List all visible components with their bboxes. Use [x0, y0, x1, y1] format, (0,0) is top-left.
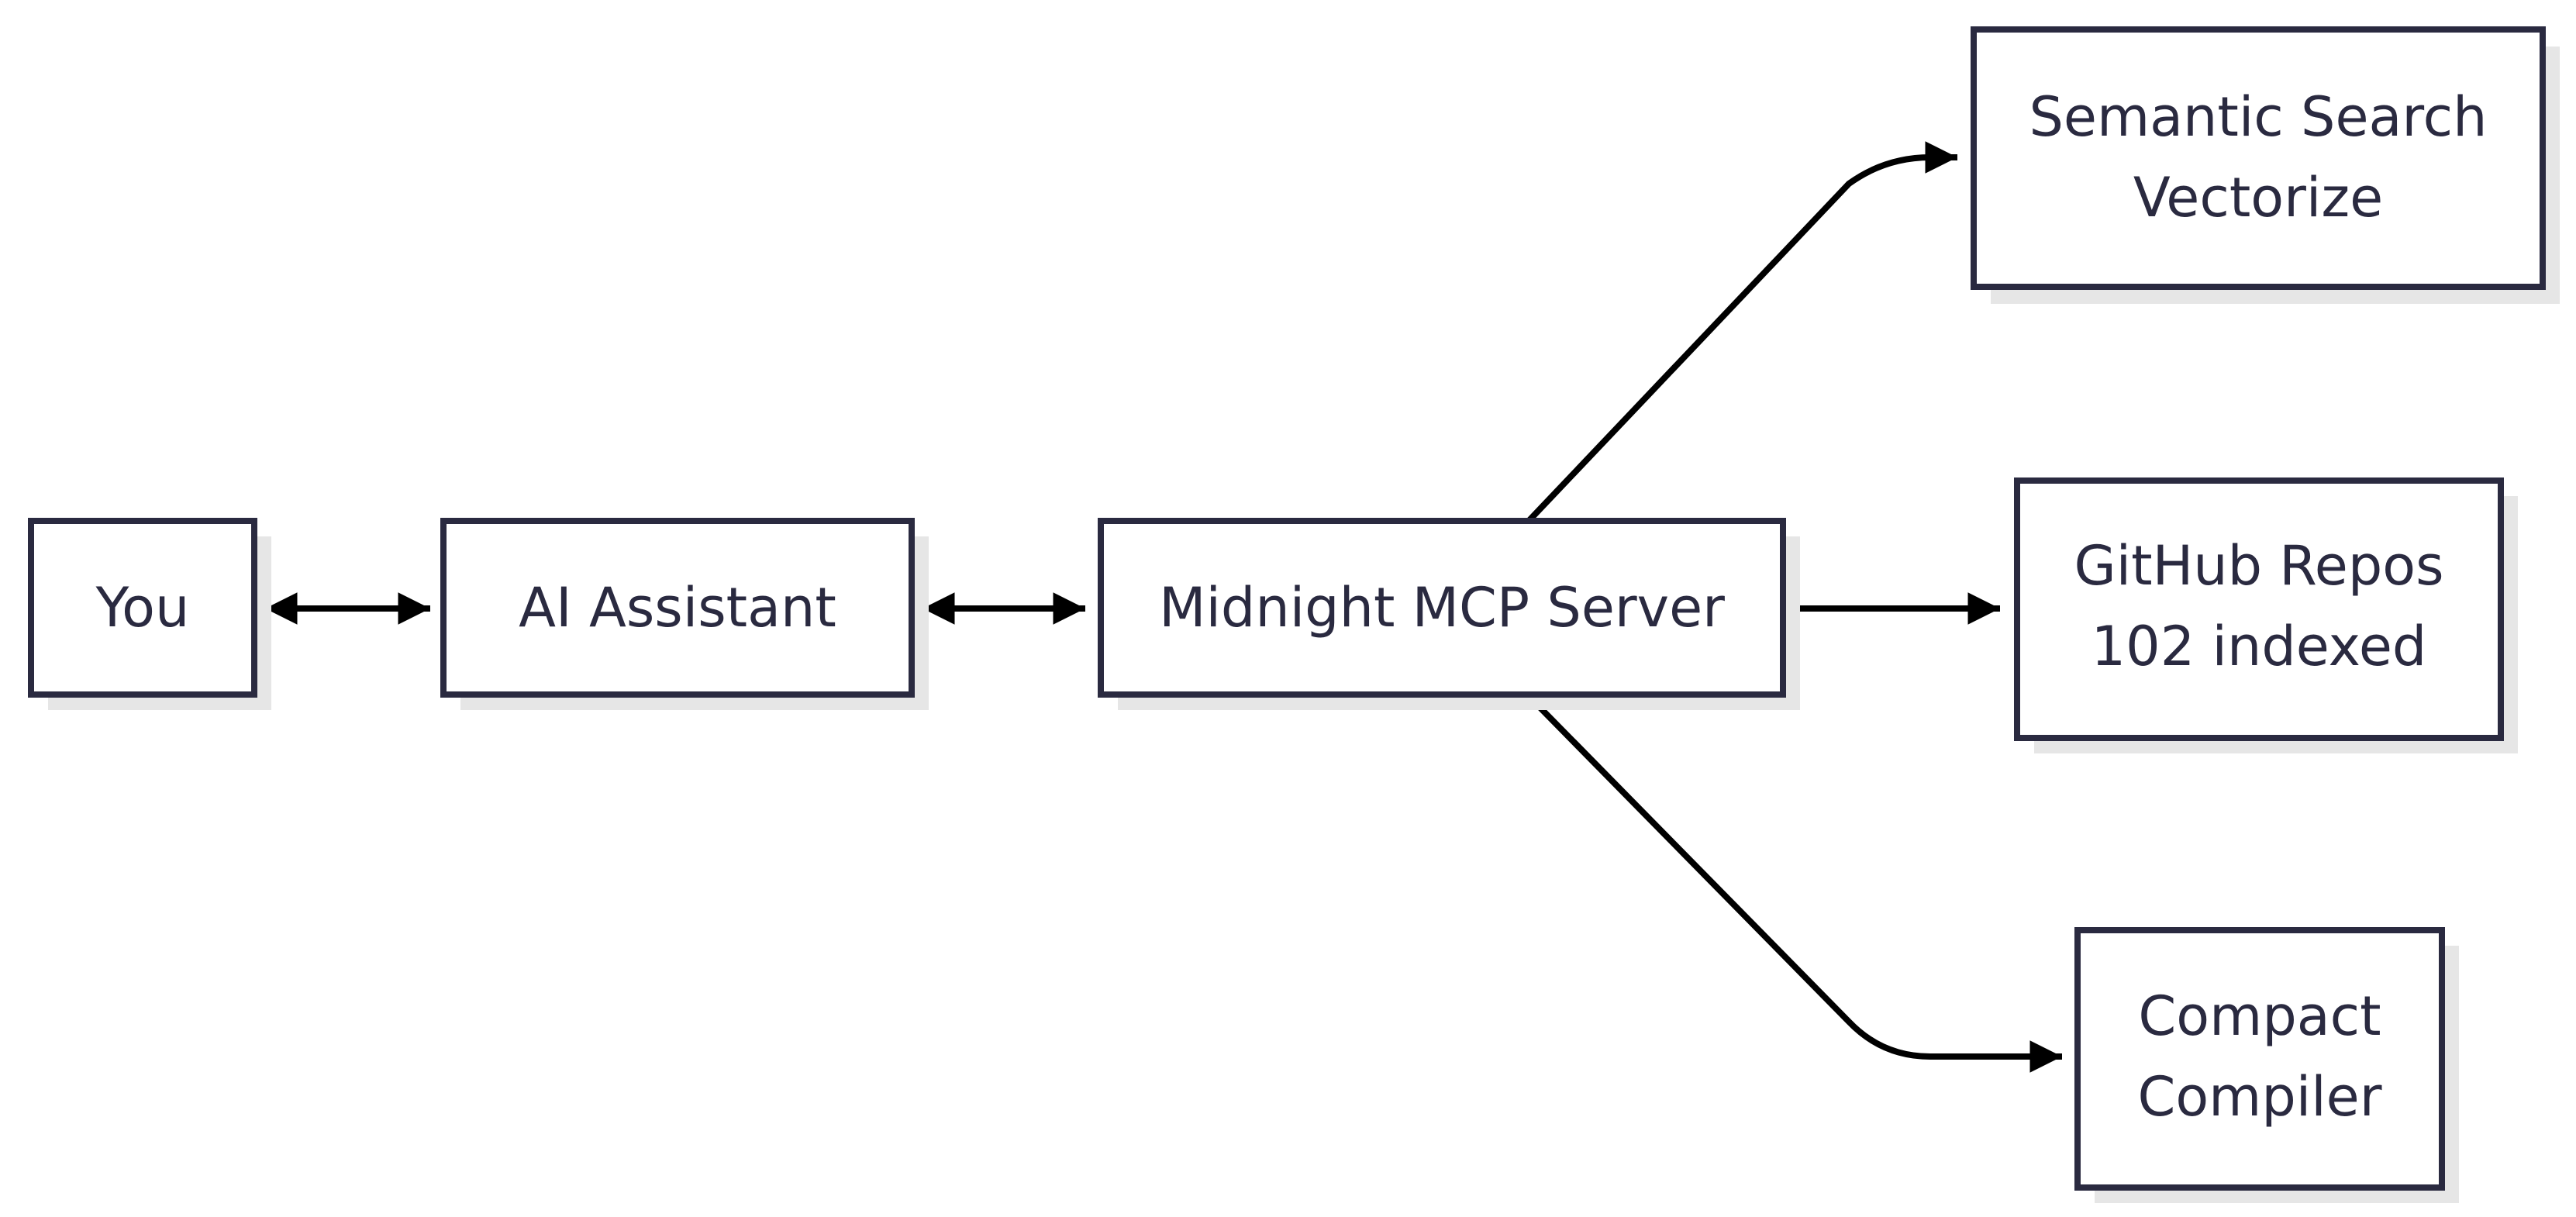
- node-box: [2074, 927, 2445, 1191]
- edges: [265, 141, 2062, 1073]
- node-label: You: [95, 576, 190, 640]
- node-mcp-server: Midnight MCP Server: [1098, 518, 1800, 710]
- edge-mcp-server-semantic-search: [1526, 141, 1957, 523]
- node-box: [2014, 477, 2504, 741]
- node-label-line-1: Semantic Search: [2029, 85, 2487, 149]
- node-label-line-1: GitHub Repos: [2074, 534, 2443, 598]
- edge-mcp-server-compact-compiler: [1526, 694, 2062, 1073]
- node-you: You: [28, 518, 271, 710]
- node-label-line-2: Vectorize: [2133, 166, 2383, 229]
- node-label-line-1: Compact: [2138, 984, 2381, 1048]
- node-github-repos: GitHub Repos 102 indexed: [2014, 477, 2518, 753]
- node-label: Midnight MCP Server: [1159, 576, 1725, 640]
- node-box: [28, 518, 257, 698]
- node-ai-assistant: AI Assistant: [440, 518, 929, 710]
- node-semantic-search: Semantic Search Vectorize: [1971, 26, 2560, 304]
- node-label-line-2: 102 indexed: [2091, 615, 2427, 678]
- node-label: AI Assistant: [519, 576, 836, 640]
- node-compact-compiler: Compact Compiler: [2074, 927, 2459, 1203]
- node-box: [1098, 518, 1786, 698]
- node-box: [440, 518, 915, 698]
- node-label-line-2: Compiler: [2137, 1065, 2381, 1129]
- node-box: [1971, 26, 2546, 290]
